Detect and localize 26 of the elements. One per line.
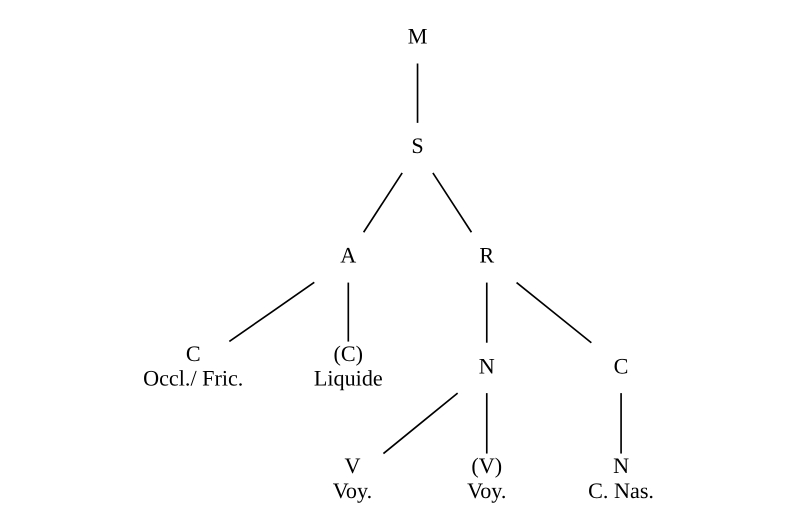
- node-text: N: [613, 452, 630, 478]
- connector: [486, 393, 488, 454]
- node-text: V: [344, 452, 360, 478]
- node-text: A: [340, 242, 356, 268]
- connector: [486, 282, 488, 343]
- connector: [432, 172, 472, 233]
- node-label: Liquide: [314, 366, 383, 391]
- node-text: R: [479, 242, 494, 268]
- node-label: Voy.: [332, 478, 372, 503]
- node-text: M: [408, 24, 428, 49]
- connector: [382, 392, 458, 454]
- node-text: N: [478, 353, 495, 378]
- node-text: (V): [471, 452, 502, 478]
- connector: [416, 64, 418, 123]
- node-label: Voy.: [467, 478, 506, 503]
- node-label: Occl./ Fric.: [143, 366, 244, 391]
- connector: [362, 172, 403, 233]
- node-text: C: [186, 340, 201, 366]
- node-label: C. Nas.: [588, 478, 654, 503]
- node-text: C: [614, 353, 628, 378]
- node-text: S: [411, 133, 424, 158]
- connector: [347, 282, 350, 342]
- node-text: (C): [334, 340, 364, 366]
- connector: [228, 282, 315, 342]
- connector: [516, 282, 592, 344]
- connector: [620, 393, 622, 454]
